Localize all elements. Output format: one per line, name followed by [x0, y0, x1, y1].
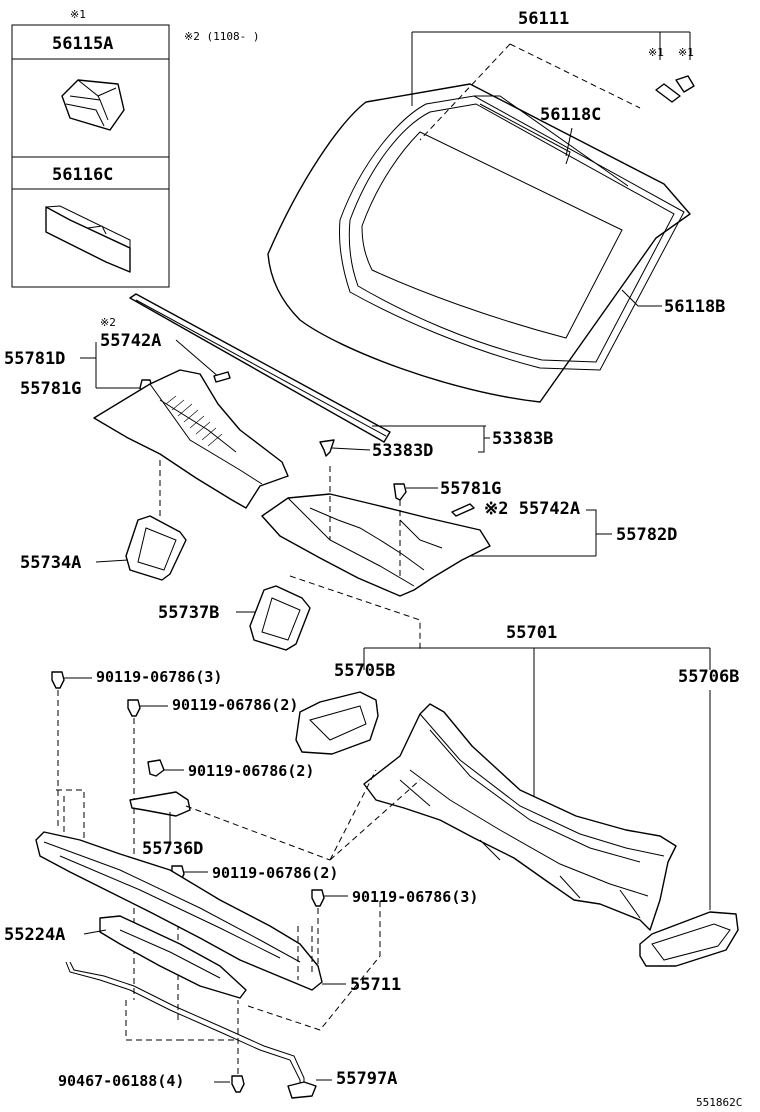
bracket-55736d-drawing: [129, 791, 191, 817]
bolt-6: [231, 1075, 245, 1093]
bracket-55706b-drawing: [639, 911, 739, 967]
label-bolt-2: 90119-06786(2): [172, 696, 298, 714]
cowl-lower-panel-drawing: [35, 831, 323, 991]
bolt-2: [127, 699, 141, 717]
label-53383d: 53383D: [372, 441, 433, 461]
strip-56116c-drawing: [45, 205, 131, 273]
cowl-side-right-drawing: [261, 493, 491, 597]
small-clips-drawing: [655, 75, 695, 103]
label-55737b: 55737B: [158, 603, 219, 623]
label-note2a: ※2: [100, 316, 116, 329]
inset-note-mark: ※1: [70, 8, 86, 21]
note2-range: ※2 (1108- ): [184, 30, 259, 43]
label-53383b: 53383B: [492, 429, 553, 449]
label-55781d: 55781D: [4, 349, 65, 369]
label-note1b: ※1: [678, 46, 694, 59]
label-55742a-1: 55742A: [100, 331, 161, 351]
label-55782d: 55782D: [616, 525, 677, 545]
cowl-top-panel-drawing: [363, 703, 677, 931]
label-bolt-6: 90467-06188(4): [58, 1072, 184, 1090]
label-55711: 55711: [350, 975, 401, 995]
label-bolt-4: 90119-06786(2): [212, 864, 338, 882]
bracket-55734a-drawing: [125, 515, 187, 581]
label-bolt-5: 90119-06786(3): [352, 888, 478, 906]
strip-55797a-drawing: [65, 961, 317, 1099]
label-55781g-2: 55781G: [440, 479, 501, 499]
label-bolt-3: 90119-06786(2): [188, 762, 314, 780]
bolt-1: [51, 671, 65, 689]
figure-id: 551862C: [696, 1096, 742, 1109]
label-note1a: ※1: [648, 46, 664, 59]
label-55224a: 55224A: [4, 925, 65, 945]
label-55701: 55701: [506, 623, 557, 643]
inset-item2-label: 56116C: [52, 165, 113, 185]
label-56118c: 56118C: [540, 105, 601, 125]
label-56118b: 56118B: [664, 297, 725, 317]
label-55797a: 55797A: [336, 1069, 397, 1089]
inset-box: ※1 56115A 56116C: [11, 8, 170, 288]
inset-frame: [11, 24, 170, 288]
clip-56115a-drawing: [61, 79, 125, 131]
bolt-5: [311, 889, 325, 907]
bracket-55705b-drawing: [295, 691, 379, 755]
label-56111: 56111: [518, 9, 569, 29]
label-55736d: 55736D: [142, 839, 203, 859]
seal-55224a-drawing: [99, 915, 247, 999]
bolt-3: [147, 759, 165, 777]
label-55705b: 55705B: [334, 661, 395, 681]
bracket-55737b-drawing: [249, 585, 311, 651]
cowl-side-left-drawing: [93, 369, 289, 509]
weatherstrip-drawing: [129, 293, 391, 443]
inset-item1-label: 56115A: [52, 34, 113, 54]
cowl-side-left-hatch: [165, 395, 223, 447]
label-55781g-1: 55781G: [20, 379, 81, 399]
label-bolt-1: 90119-06786(3): [96, 668, 222, 686]
label-55734a: 55734A: [20, 553, 81, 573]
label-55706b: 55706B: [678, 667, 739, 687]
label-55742a-2: ※2 55742A: [484, 499, 580, 519]
windshield-glass-drawing: [267, 83, 691, 403]
